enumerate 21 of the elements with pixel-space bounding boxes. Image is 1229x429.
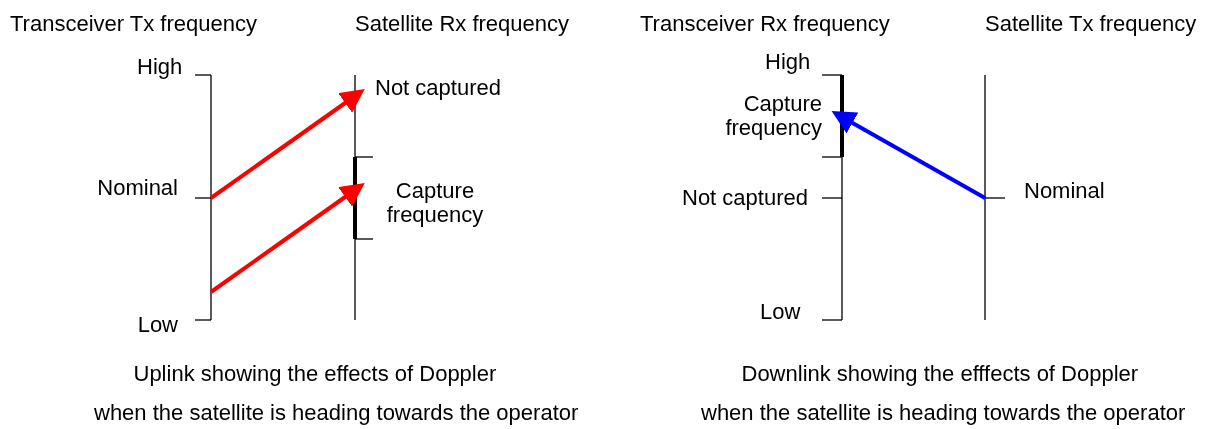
arrow [209, 183, 365, 294]
arrow [831, 111, 986, 200]
caption: Uplink showing the effects of Doppler [133, 362, 497, 387]
level-label: High [137, 55, 183, 80]
caption: when the satellite is heading towards the operator [94, 401, 579, 426]
axis-title: Satellite Rx frequency [355, 12, 569, 37]
level-label: Not captured [375, 75, 501, 101]
axis-title: Transceiver Rx frequency [640, 12, 890, 37]
level-label: High [765, 50, 811, 75]
level-label: Capture frequency [385, 178, 485, 228]
axis-title: Transceiver Tx frequency [10, 12, 257, 37]
arrow [209, 89, 365, 200]
level-label: Nominal [1024, 178, 1105, 204]
level-label: Low [760, 300, 801, 325]
level-label: Low [137, 312, 178, 337]
caption: when the satellite is heading towards the operator [701, 401, 1186, 426]
level-label: Nominal [97, 175, 178, 201]
axis-title: Satellite Tx frequency [985, 12, 1197, 37]
caption: Downlink showing the efffects of Doppler [741, 362, 1139, 387]
level-label: Capture frequency [724, 91, 822, 141]
level-label: Not captured [682, 186, 808, 211]
